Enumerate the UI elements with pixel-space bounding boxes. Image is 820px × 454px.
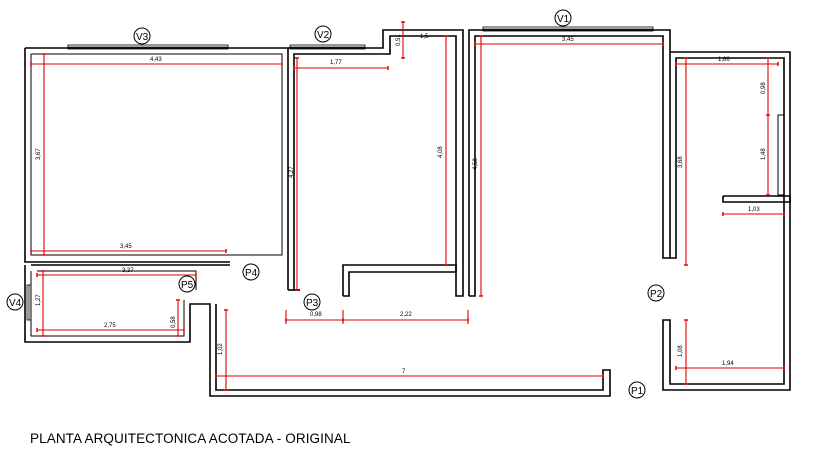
dim-corridor-height: 1,02 bbox=[218, 343, 224, 355]
dim-room-d-height: 4,58 bbox=[473, 158, 479, 170]
dim-room-g-height: 1,27 bbox=[36, 294, 42, 306]
dim-room-a-width: 4,43 bbox=[150, 57, 162, 63]
dim-corridor-length: 7 bbox=[402, 369, 406, 375]
dim-notch-top: 1,5 bbox=[420, 34, 429, 40]
dim-notch-small: 0,51 bbox=[396, 34, 402, 46]
tag-p4: P4 bbox=[245, 268, 258, 279]
tag-p1: P1 bbox=[631, 386, 644, 397]
dim-room-c-height: 4,08 bbox=[438, 146, 444, 158]
windows bbox=[26, 26, 654, 321]
tag-p3: P3 bbox=[306, 298, 319, 309]
dim-room-c-bottom-left: 0,98 bbox=[310, 312, 322, 318]
opening-tags: V1 V2 V3 V4 P1 P2 P3 P4 P5 bbox=[6, 9, 665, 399]
dim-room-b-width: 1,77 bbox=[330, 60, 342, 66]
dim-room-e-small: 0,98 bbox=[761, 82, 767, 94]
dimensions: 4,43 3,67 3,45 1,77 4,27 0,51 1,5 4,08 0… bbox=[30, 21, 785, 391]
dim-room-g-top-width: 3,37 bbox=[122, 268, 134, 274]
dim-room-e-height-total: 3,68 bbox=[678, 156, 684, 168]
tag-v1: V1 bbox=[557, 14, 570, 25]
dim-room-a-height: 3,67 bbox=[36, 148, 42, 160]
walls bbox=[24, 29, 791, 397]
dim-room-g-small: 0,58 bbox=[171, 316, 177, 328]
plan-caption: PLANTA ARQUITECTONICA ACOTADA - ORIGINAL bbox=[30, 431, 351, 446]
tag-p2: P2 bbox=[650, 289, 663, 300]
dim-room-d-width: 3,45 bbox=[562, 37, 574, 43]
tag-p5: P5 bbox=[181, 280, 194, 291]
tag-v2: V2 bbox=[317, 30, 330, 41]
dim-room-a-lower: 3,45 bbox=[120, 244, 132, 250]
dim-room-e-width: 1,86 bbox=[718, 57, 730, 63]
dim-room-f-height: 1,08 bbox=[678, 345, 684, 357]
dim-room-c-bottom-right: 2,22 bbox=[400, 312, 412, 318]
dim-room-e-partition: 1,03 bbox=[748, 207, 760, 213]
dim-room-e-height-a: 1,48 bbox=[761, 148, 767, 160]
dim-room-f-width: 1,94 bbox=[722, 361, 734, 367]
tag-v4: V4 bbox=[9, 298, 22, 309]
tag-v3: V3 bbox=[136, 32, 149, 43]
dim-room-g-width: 2,75 bbox=[104, 323, 116, 329]
dim-room-b-height: 4,27 bbox=[289, 166, 295, 178]
